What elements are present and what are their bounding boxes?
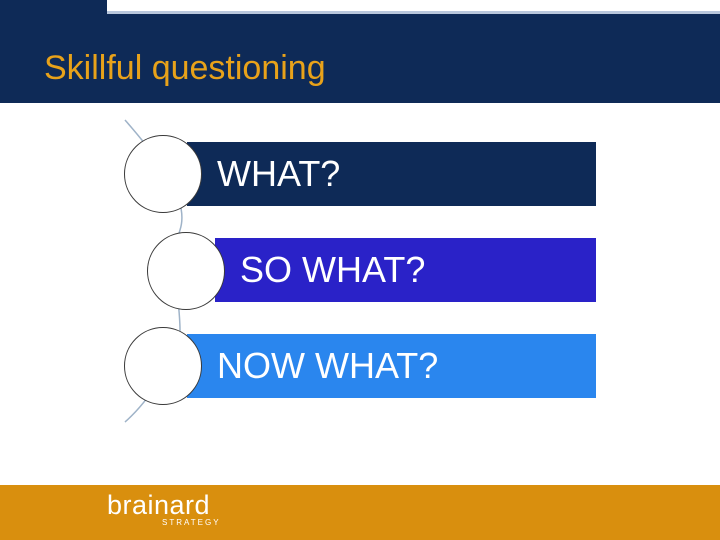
bullet-circle-1 bbox=[124, 135, 202, 213]
question-bar-now-what: NOW WHAT? bbox=[187, 334, 596, 398]
logo-wordmark: brainard bbox=[107, 490, 211, 520]
brainard-logo: brainard STRATEGY bbox=[107, 488, 222, 533]
bullet-circle-2 bbox=[147, 232, 225, 310]
question-bar-what: WHAT? bbox=[187, 142, 596, 206]
slide-title: Skillful questioning bbox=[44, 49, 326, 87]
question-label-so-what: SO WHAT? bbox=[240, 249, 426, 290]
header-top-strip bbox=[107, 0, 720, 11]
header-accent-line bbox=[107, 11, 720, 14]
bullet-circle-3 bbox=[124, 327, 202, 405]
question-label-what: WHAT? bbox=[217, 153, 341, 194]
header-banner bbox=[0, 0, 720, 103]
question-bar-so-what: SO WHAT? bbox=[215, 238, 596, 302]
logo-tagline: STRATEGY bbox=[162, 518, 221, 527]
footer-bar bbox=[0, 485, 720, 540]
question-label-now-what: NOW WHAT? bbox=[217, 345, 439, 386]
